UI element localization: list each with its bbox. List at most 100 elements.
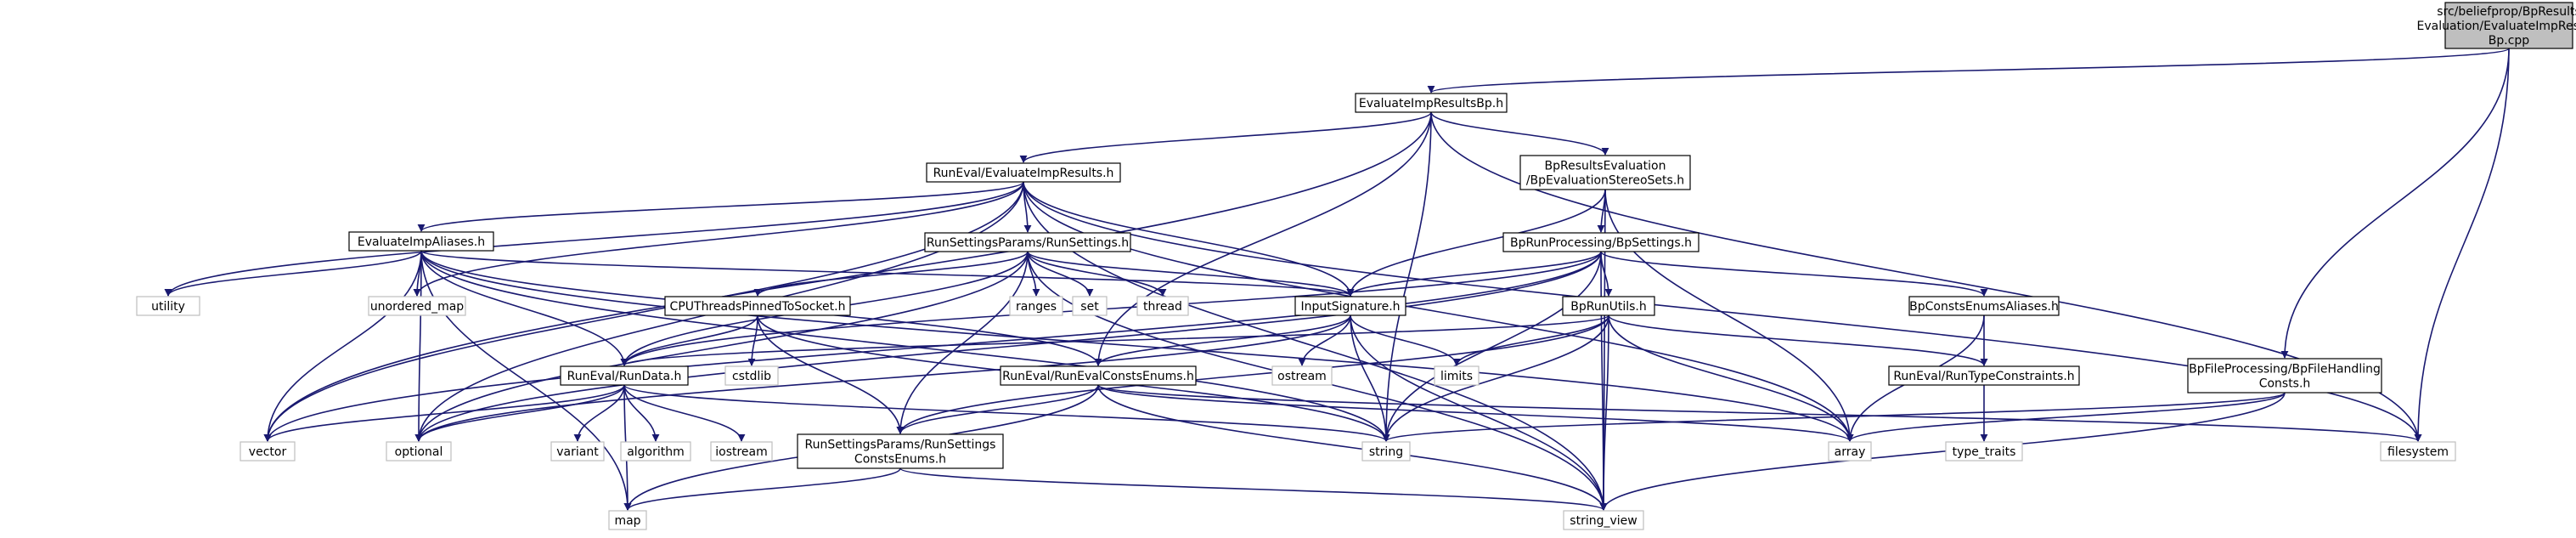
edge-rsconsts-to-string_view [899,467,1608,511]
node-vector: vector [240,441,296,462]
node-box [2187,358,2382,394]
edge-bpfile-to-array [1846,392,2286,442]
node-box [1000,365,1197,386]
edge-root-to-filesystem [2414,48,2510,442]
node-aliases[interactable]: EvaluateImpAliases.h [348,231,494,252]
node-box [368,296,466,316]
node-box [664,296,851,316]
node-label: BpRunUtils.h [1570,300,1646,314]
edge-rundata-to-iostream [623,384,746,442]
node-box [1563,510,1644,530]
edge-bpfile-to-string [1382,392,2286,442]
node-iostream: iostream [710,441,773,462]
node-set: set [1072,296,1108,316]
node-label: iostream [715,445,768,459]
edge-inputsig-to-optional [414,314,1351,442]
node-label: RunEval/EvaluateImpResults.h [933,167,1114,180]
node-label: ConstsEnums.h [854,453,946,467]
node-runeval-eir[interactable]: RunEval/EvaluateImpResults.h [926,162,1121,183]
edge-aliases-to-rundata [420,250,628,366]
edge-aliases-to-array [420,250,1854,442]
edge-cputhreads-to-rundata [620,314,758,366]
edge-rundata-to-string [623,384,1390,442]
node-rsp[interactable]: RunSettingsParams/RunSettings.h [924,232,1131,252]
node-label: BpFileProcessing/BpFileHandling [2189,363,2381,377]
node-label: RunEval/RunEvalConstsEnums.h [1002,370,1194,383]
node-label: RunEval/RunTypeConstraints.h [1893,370,2074,383]
edge-runevalconsts-to-string_view [1097,384,1608,511]
node-box [1908,296,2060,316]
node-bprun[interactable]: BpRunProcessing/BpSettings.h [1502,232,1699,252]
node-root[interactable]: src/beliefprop/BpResultsEvaluation/Evalu… [2417,2,2576,49]
node-label: EvaluateImpAliases.h [358,235,485,249]
edge-cputhreads-to-rsconsts [757,314,905,434]
edge-bprun-to-bpconstenums [1600,251,1988,297]
node-cstdlib: cstdlib [724,365,779,386]
node-label: cstdlib [732,370,771,383]
nodes: src/beliefprop/BpResultsEvaluation/Evalu… [136,2,2576,530]
node-label: thread [1143,300,1182,314]
node-box [2380,441,2456,462]
node-bpconstenums[interactable]: BpConstsEnumsAliases.h [1908,296,2060,316]
node-label: array [1835,445,1866,459]
node-box [1009,296,1063,316]
edge-rsp-to-optional [414,251,1029,442]
node-map: map [608,510,647,530]
node-box [1828,441,1872,462]
node-bprunutils[interactable]: BpRunUtils.h [1562,296,1655,316]
node-eirbp[interactable]: EvaluateImpResultsBp.h [1355,93,1508,113]
node-label: RunEval/RunData.h [567,370,682,383]
edge-runeval_eir-to-inputsig [1023,181,1355,297]
edge-rsp-to-cputhreads [753,251,1029,297]
node-cputhreads[interactable]: CPUThreadsPinnedToSocket.h [664,296,851,316]
node-label: BpConstsEnumsAliases.h [1909,300,2059,314]
node-box [1502,232,1699,252]
edge-rundata-to-variant [573,384,625,442]
node-box [1136,296,1189,316]
edge-bprun-to-string_view [1599,251,1608,511]
node-box [710,441,773,462]
node-label: utility [151,300,185,314]
edge-aliases-to-inputsig [420,250,1355,297]
node-label: variant [556,445,599,459]
edge-bprunutils-to-rundata [620,314,1609,366]
node-inputsig[interactable]: InputSignature.h [1294,296,1406,316]
node-box [136,296,200,316]
edge-rundata-to-algorithm [623,384,660,442]
node-box [2444,2,2573,49]
edge-eirbp-to-bpres [1430,111,1609,156]
edge-bprunutils-to-limits [1452,314,1609,366]
node-box [1519,155,1691,190]
node-label: vector [249,445,287,459]
edge-rsp-to-inputsig [1027,251,1355,297]
node-runevalconsts[interactable]: RunEval/RunEvalConstsEnums.h [1000,365,1197,386]
node-label: string [1369,445,1403,459]
node-rsconsts[interactable]: RunSettingsParams/RunSettingsConstsEnums… [797,433,1004,469]
edge-bprunutils-to-array [1608,314,1854,442]
node-array: array [1828,441,1872,462]
node-label: limits [1440,370,1473,383]
node-bpres[interactable]: BpResultsEvaluation/BpEvaluationStereoSe… [1519,155,1691,190]
node-box [1562,296,1655,316]
node-label: Consts.h [2259,377,2311,391]
node-limits: limits [1434,365,1480,386]
edge-eirbp-to-vector [263,111,1432,442]
edge-bprun-to-rundata [620,251,1602,366]
node-rundata[interactable]: RunEval/RunData.h [560,365,689,386]
node-box [724,365,779,386]
edge-aliases-to-map [420,250,632,511]
node-variant: variant [550,441,605,462]
node-box [1945,441,2023,462]
edge-runeval_eir-to-array [1023,181,1854,442]
edge-runevalconsts-to-filesystem [1097,384,2422,442]
edge-rsp-to-thread [1027,251,1167,297]
node-runtypec[interactable]: RunEval/RunTypeConstraints.h [1888,365,2080,386]
edge-bprun-to-inputsig [1346,251,1602,297]
node-label: InputSignature.h [1300,300,1400,314]
node-label: optional [395,445,443,459]
node-label: CPUThreadsPinnedToSocket.h [670,300,846,314]
node-box [240,441,296,462]
node-filesystem: filesystem [2380,441,2456,462]
